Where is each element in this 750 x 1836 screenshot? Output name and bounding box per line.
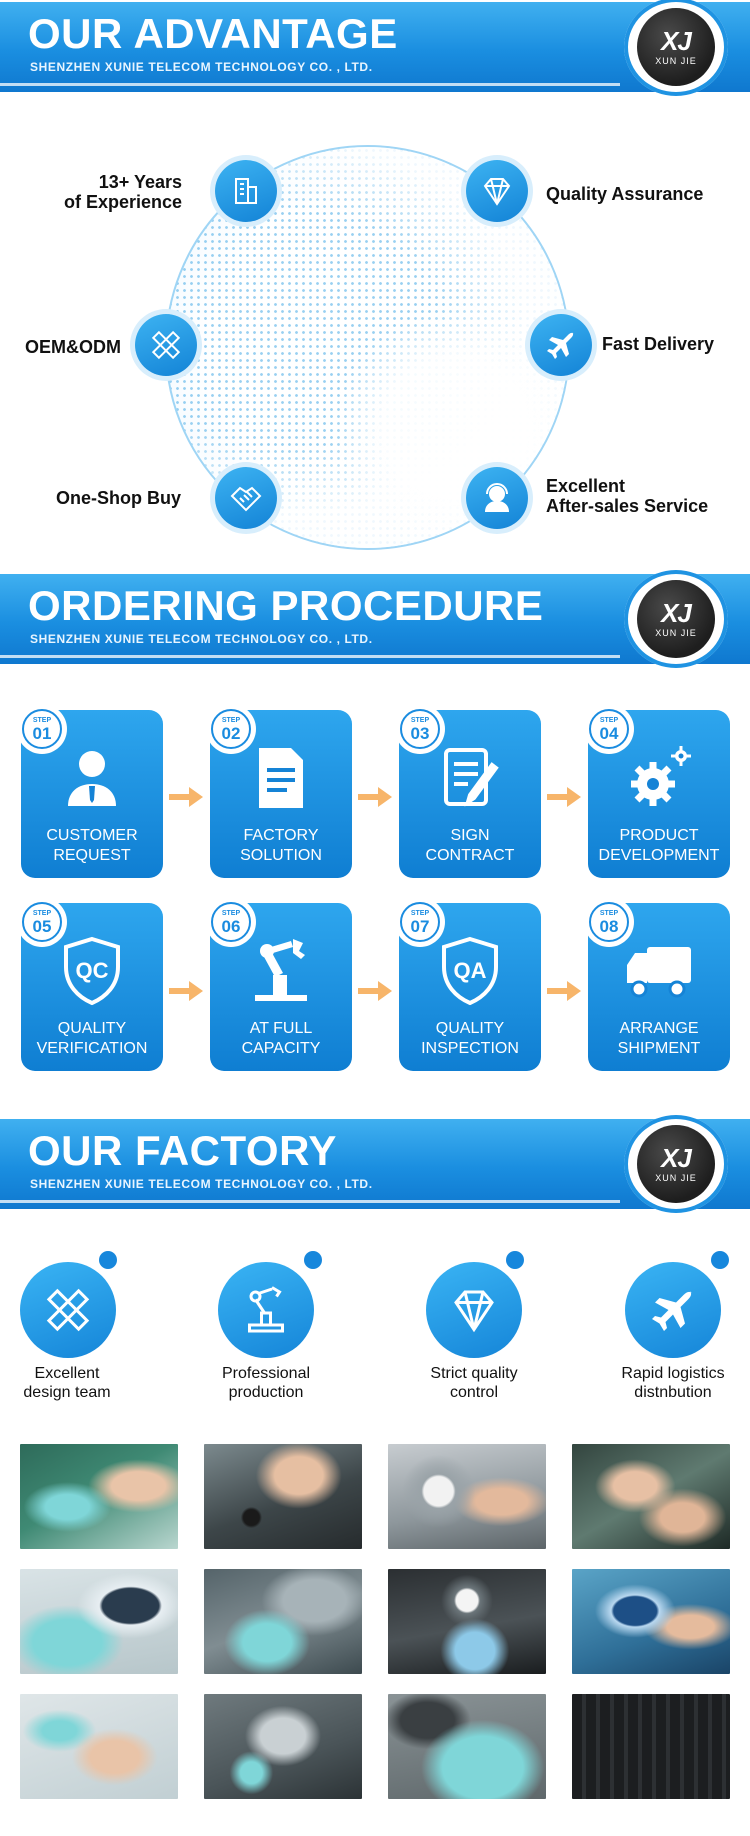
factory-photo [20,1444,178,1549]
factory-photo [572,1444,730,1549]
handshake-icon [215,467,277,529]
building-icon [215,160,277,222]
advantage-service: Excellent After-sales Service [546,476,709,516]
qc-shield-icon: QC [21,933,163,1009]
factory-photo [204,1694,362,1799]
factory-photo [204,1569,362,1674]
factory-photo [388,1569,546,1674]
company-name: SHENZHEN XUNIE TELECOM TECHNOLOGY CO. , … [30,60,373,74]
feature-dot [711,1251,729,1269]
feature-dot [304,1251,322,1269]
diamond-icon [426,1262,522,1358]
headset-agent-icon [466,467,528,529]
advantage-banner: OUR ADVANTAGE SHENZHEN XUNIE TELECOM TEC… [0,0,750,96]
section-title: OUR ADVANTAGE [28,10,398,57]
robot-arm-icon [218,1262,314,1358]
svg-text:QA: QA [454,958,487,983]
arrow-right-icon [358,787,392,807]
feature-dot [99,1251,117,1269]
ordering-banner: ORDERING PROCEDURE SHENZHEN XUNIE TELECO… [0,570,750,668]
advantage-quality: Quality Assurance [546,184,704,204]
contract-sign-icon [399,740,541,816]
document-icon [210,740,352,816]
factory-photo [20,1569,178,1674]
airplane-icon [625,1262,721,1358]
svg-text:QC: QC [76,958,109,983]
company-name: SHENZHEN XUNIE TELECOM TECHNOLOGY CO. , … [30,1177,373,1191]
diamond-icon [466,160,528,222]
factory-photo [572,1694,730,1799]
company-logo: XJ XUN JIE [637,8,715,86]
factory-banner: OUR FACTORY SHENZHEN XUNIE TELECOM TECHN… [0,1115,750,1213]
customer-icon [21,740,163,816]
robot-arm-icon [210,933,352,1009]
gears-icon [588,740,730,816]
factory-photo [204,1444,362,1549]
arrow-right-icon [547,981,581,1001]
airplane-icon [530,314,592,376]
factory-photo [20,1694,178,1799]
advantage-delivery: Fast Delivery [602,334,715,354]
section-title: ORDERING PROCEDURE [28,582,544,629]
arrow-right-icon [358,981,392,1001]
company-logo: XJ XUN JIE [637,580,715,658]
arrow-right-icon [169,981,203,1001]
company-name: SHENZHEN XUNIE TELECOM TECHNOLOGY CO. , … [30,632,373,646]
factory-photo [572,1569,730,1674]
truck-icon [588,933,730,1009]
qa-shield-icon: QA [399,933,541,1009]
ruler-pencil-icon [135,314,197,376]
ruler-pencil-icon [20,1262,116,1358]
factory-photo [388,1694,546,1799]
advantage-experience: 13+ Years of Experience [63,172,182,212]
advantage-one-shop: One-Shop Buy [56,488,181,508]
feature-dot [506,1251,524,1269]
factory-photo [388,1444,546,1549]
arrow-right-icon [169,787,203,807]
arrow-right-icon [547,787,581,807]
advantage-oem-odm: OEM&ODM [25,337,121,357]
section-title: OUR FACTORY [28,1127,337,1174]
company-logo: XJ XUN JIE [637,1125,715,1203]
